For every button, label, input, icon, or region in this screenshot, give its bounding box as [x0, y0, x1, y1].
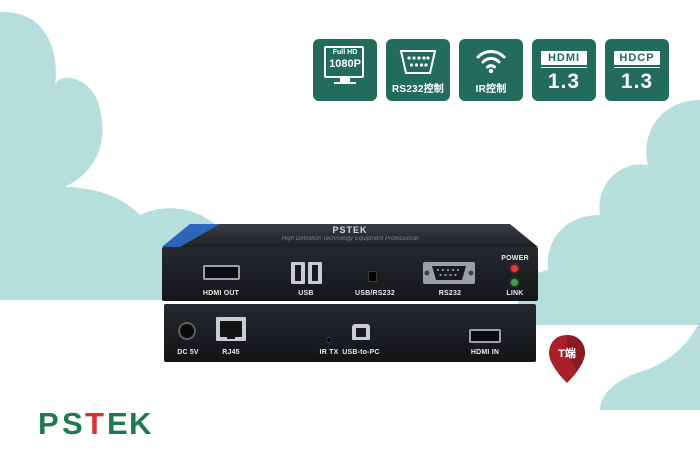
badge-hdcp: HDCP 1.3: [605, 39, 669, 101]
logo-letter-e: E: [107, 406, 128, 441]
power-led: [511, 265, 518, 272]
location-pin-icon: [549, 335, 585, 383]
dc-jack: [178, 322, 196, 340]
cloud-right: [518, 100, 700, 325]
rj45-label: RJ45: [222, 349, 240, 356]
logo-letter-p: P: [38, 406, 59, 441]
usb-rs232-label: USB/RS232: [355, 290, 395, 297]
hdmi-in-label: HDMI IN: [470, 349, 500, 356]
pin-label: T端: [558, 348, 576, 360]
hdmi-out-port: [203, 265, 240, 280]
rs232-label: RS232控制: [392, 84, 444, 95]
hdmi-logo: [541, 51, 587, 65]
usb-to-pc-label: USB-to-PC: [342, 349, 380, 356]
device-tagline: High Definition Technology Equipment Pro…: [281, 236, 419, 242]
usb-rs232-switch: [368, 271, 377, 282]
badge-fullhd: Full HD 1080P: [313, 39, 377, 101]
cloud-right-lower: [600, 320, 700, 410]
device-top-lid: [162, 224, 538, 247]
badge-rs232: RS232控制: [386, 39, 450, 101]
wifi-icon: [476, 50, 506, 74]
hdcp-version: 1.3: [620, 70, 654, 93]
dc-label: DC 5V: [177, 349, 199, 356]
rs232-port: [423, 262, 475, 284]
badge-hdmi: HDMI 1.3: [532, 39, 596, 101]
badge-ir: IR控制: [459, 39, 523, 101]
ir-tx-label: IR TX: [319, 349, 339, 356]
hdcp-logo: [614, 51, 660, 65]
link-label: LINK: [506, 290, 524, 297]
link-led: [511, 279, 518, 286]
ir-label: IR控制: [475, 84, 507, 95]
power-label: POWER: [501, 255, 529, 262]
ir-tx-jack: [326, 337, 332, 343]
fullhd-line2: 1080P: [329, 58, 361, 70]
rs232-port-label: RS232: [438, 290, 462, 297]
logo-letter-k: K: [129, 406, 152, 441]
hdmi-in-port: [469, 329, 501, 343]
fullhd-line1: Full HD: [332, 49, 358, 56]
logo-letter-t: T: [85, 406, 104, 441]
monitor-icon: [324, 46, 364, 78]
serial-port-icon: [399, 50, 437, 74]
usb-label: USB: [298, 290, 314, 297]
device-brand: PSTEK: [332, 225, 368, 235]
hdmi-version: 1.3: [547, 70, 581, 93]
logo-letter-s: S: [62, 406, 83, 441]
hdmi-out-label: HDMI OUT: [202, 290, 240, 297]
